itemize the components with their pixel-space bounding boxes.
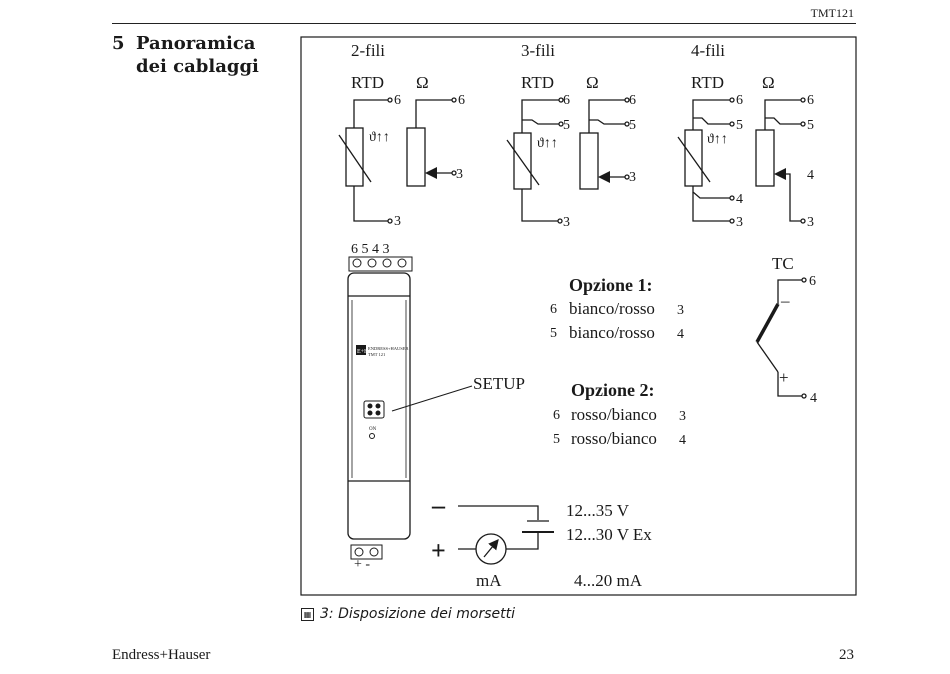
thermocouple-symbol [755, 277, 807, 399]
term-3-4wire-rtd: 3 [736, 215, 743, 230]
option2-row2-text: rosso/bianco [571, 429, 657, 448]
rtd-label-4wire: RTD [691, 73, 724, 92]
term-6-4wire-rtd: 6 [736, 93, 743, 108]
option1-row1-text: bianco/rosso [569, 299, 655, 318]
device-bottom-terminals [350, 544, 383, 560]
wiring-title-3wire: 3-fili [521, 41, 555, 60]
output-current: 4...20 mA [574, 571, 643, 590]
device-logo: E+H [357, 349, 369, 355]
option1-row1-left: 6 [550, 302, 557, 317]
option2-row2-left: 5 [553, 432, 560, 447]
ohm-label-3wire: Ω [586, 73, 599, 92]
option1-title: Opzione 1: [569, 275, 653, 295]
figure-icon: ▦ [301, 608, 314, 621]
device-brand: ENDRESS+HAUSER [368, 346, 409, 351]
section-title-line2: dei cablaggi [136, 56, 259, 77]
meter-label: mA [476, 571, 502, 590]
footer-brand: Endress+Hauser [112, 647, 211, 663]
device-top-terminal-numbers: 6 5 4 3 [351, 242, 390, 257]
ohm-label-2wire: Ω [416, 73, 429, 92]
wiper-arrow-2wire [425, 167, 437, 179]
tc-minus: – [780, 291, 790, 310]
rtd-symbol-4wire [677, 97, 735, 224]
option2-title: Opzione 2: [571, 380, 655, 400]
theta-symbol-2wire: ϑ↑↑ [369, 130, 390, 145]
section-title-line1: Panoramica [136, 33, 256, 54]
ammeter-needle [483, 538, 499, 558]
rtd-label-3wire: RTD [521, 73, 554, 92]
term-3-3wire-rtd: 3 [563, 215, 570, 230]
supply-voltage-ex: 12...30 V Ex [566, 525, 652, 544]
wiper-arrow-4wire [774, 168, 786, 180]
tc-term-4: 4 [810, 391, 817, 406]
device-bottom-terminal-labels: + - [354, 557, 370, 572]
option2-row1-text: rosso/bianco [571, 405, 657, 424]
ohm-symbol-3wire [579, 97, 630, 190]
on-label: ON [369, 427, 377, 432]
wiring-title-4wire: 4-fili [691, 41, 725, 60]
rtd-label-2wire: RTD [351, 73, 384, 92]
header-rule [112, 23, 856, 24]
setup-leader-line [391, 385, 473, 412]
term-3-2wire-ohm: 3 [456, 167, 463, 182]
device-logo-block [356, 345, 366, 355]
page-number: 23 [839, 647, 854, 663]
tc-term-6: 6 [809, 274, 816, 289]
term-5-3wire-ohm: 5 [629, 118, 636, 133]
option2-row1-left: 6 [553, 408, 560, 423]
term-5-4wire-ohm: 5 [807, 118, 814, 133]
term-6-3wire-ohm: 6 [629, 93, 636, 108]
option2-row1-right: 3 [679, 409, 686, 424]
ohm-label-4wire: Ω [762, 73, 775, 92]
term-6-2wire-ohm: 6 [458, 93, 465, 108]
rtd-symbol-3wire [506, 97, 564, 224]
term-5-4wire-rtd: 5 [736, 118, 743, 133]
section-number: 5 [112, 33, 125, 54]
term-3-3wire-ohm: 3 [629, 170, 636, 185]
term-3-4wire-ohm: 3 [807, 215, 814, 230]
wiper-arrow-3wire [598, 171, 610, 183]
option1-row1-right: 3 [677, 303, 684, 318]
term-6-2wire-rtd: 6 [394, 93, 401, 108]
setup-connector [363, 400, 385, 419]
ohm-symbol-2wire [406, 97, 457, 187]
rtd-symbol-2wire [338, 97, 393, 224]
ohm-symbol-4wire [755, 97, 806, 224]
term-4-4wire-ohm: 4 [807, 168, 814, 183]
supply-circuit [458, 505, 554, 565]
term-6-3wire-rtd: 6 [563, 93, 570, 108]
option2-row2-right: 4 [679, 433, 686, 448]
term-6-4wire-ohm: 6 [807, 93, 814, 108]
option1-row2-right: 4 [677, 327, 684, 342]
term-4-4wire-rtd: 4 [736, 192, 743, 207]
figure-frame [300, 36, 857, 596]
term-3-2wire-rtd: 3 [394, 214, 401, 229]
wiring-title-2wire: 2-fili [351, 41, 385, 60]
term-5-3wire-rtd: 5 [563, 118, 570, 133]
supply-voltage: 12...35 V [566, 501, 630, 520]
device-top-terminals [348, 256, 413, 272]
figure-caption: ▦ 3: Disposizione dei morsetti [301, 606, 515, 622]
theta-symbol-4wire: ϑ↑↑ [707, 132, 728, 147]
document-code: TMT121 [810, 6, 854, 20]
tc-label: TC [772, 254, 794, 273]
theta-symbol-3wire: ϑ↑↑ [537, 136, 558, 151]
setup-label: SETUP [473, 374, 525, 393]
supply-plus: + [431, 536, 446, 565]
caption-text: 3: Disposizione dei morsetti [320, 606, 515, 622]
option1-row2-left: 5 [550, 326, 557, 341]
tc-plus: + [779, 368, 789, 387]
supply-minus: – [431, 491, 446, 520]
option1-row2-text: bianco/rosso [569, 323, 655, 342]
device-model: TMT 121 [368, 352, 385, 357]
on-led [369, 433, 375, 439]
